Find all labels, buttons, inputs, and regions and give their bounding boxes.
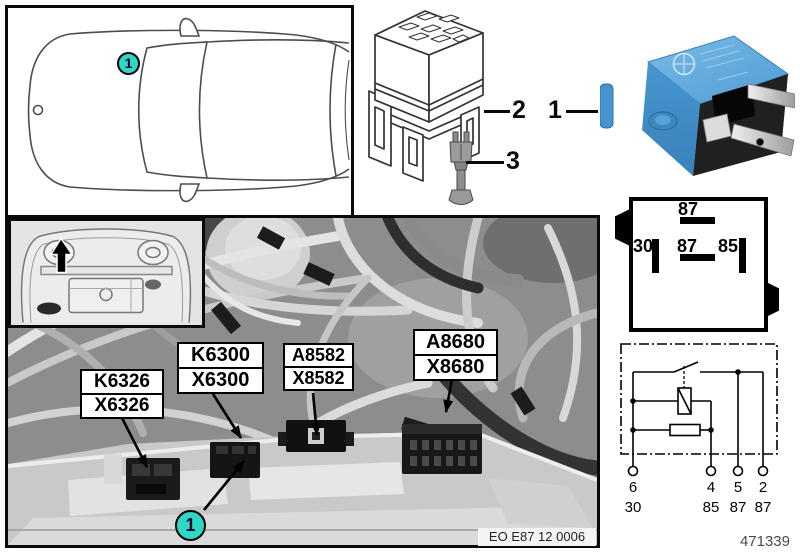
label-k6300-bottom: X6300	[191, 369, 250, 391]
pin-slot-87-top	[680, 217, 715, 224]
car-location-panel: 1	[5, 5, 354, 218]
relay-socket-drawing	[368, 10, 484, 182]
up-arrow-icon	[49, 237, 74, 274]
leader-line-2	[484, 110, 510, 113]
label-k6300: K6300 X6300	[177, 342, 264, 394]
bmw-roundel-icon	[672, 52, 696, 76]
relay-k6300	[210, 442, 260, 478]
schematic-terminal-85: 85	[703, 499, 720, 516]
pin-label-85: 85	[718, 236, 739, 256]
connector-k6326	[126, 458, 180, 500]
arrow-k6300	[211, 393, 243, 439]
schematic-pin-4: 4	[707, 479, 715, 496]
schematic-pin-6: 6	[629, 479, 637, 496]
pin-contact-drawing	[448, 131, 474, 205]
callout-1: 1	[548, 96, 562, 124]
engine-bay-photo	[8, 218, 597, 545]
label-a8582-top: A8582	[285, 345, 352, 368]
pin-slot-30	[652, 239, 659, 273]
leader-line-1	[566, 110, 598, 113]
relay-pin-diagram: 87 30 87 85	[611, 195, 786, 335]
label-a8582-bottom: X8582	[292, 368, 345, 388]
callout-3: 3	[506, 147, 520, 175]
arrow-photo-marker	[202, 460, 246, 511]
label-a8680: A8680 X8680	[413, 329, 498, 381]
engine-bay-photo-panel: K6326 X6326 K6300 X6300 A8582 X8582 A868…	[5, 215, 600, 548]
pin-slot-85	[739, 238, 746, 273]
label-a8680-bottom: X8680	[426, 356, 485, 378]
photo-reference: EO E87 12 0006	[478, 528, 596, 546]
control-unit-a8680	[402, 424, 482, 474]
label-k6300-top: K6300	[179, 344, 262, 369]
schematic-pin-2: 2	[759, 479, 767, 496]
callout-marker-photo: 1	[175, 510, 206, 541]
car-top-view-drawing	[27, 17, 350, 203]
schematic-terminal-87a: 87	[730, 499, 747, 516]
schematic-terminal-30: 30	[625, 499, 642, 516]
label-k6326-top: K6326	[82, 371, 162, 395]
pin-label-30: 30	[633, 236, 654, 256]
document-number: 471339	[739, 533, 790, 550]
engine-bay-inset-drawing	[8, 218, 205, 328]
pin-diagram-right-tab	[764, 281, 779, 318]
relay-photo-illustration	[600, 35, 795, 176]
label-a8680-top: A8680	[415, 331, 496, 356]
pin-label-87-center: 87	[677, 236, 698, 256]
leader-line-3	[466, 161, 504, 164]
pin-label-87-top: 87	[678, 199, 699, 219]
callout-marker-car: 1	[117, 52, 140, 75]
relay-circuit-schematic: 6 4 5 2 30 85 87 87	[620, 343, 778, 516]
callout-2: 2	[512, 96, 526, 124]
label-k6326: K6326 X6326	[80, 369, 164, 419]
pin-diagram-left-tab	[615, 209, 630, 246]
pin-slot-87-center	[680, 254, 715, 261]
schematic-terminal-87b: 87	[755, 499, 772, 516]
schematic-pin-5: 5	[734, 479, 742, 496]
arrow-k6326	[120, 417, 149, 468]
label-k6326-bottom: X6326	[94, 395, 150, 416]
label-a8582: A8582 X8582	[283, 343, 354, 391]
arrow-a8680	[443, 378, 454, 413]
arrow-a8582	[310, 392, 321, 436]
